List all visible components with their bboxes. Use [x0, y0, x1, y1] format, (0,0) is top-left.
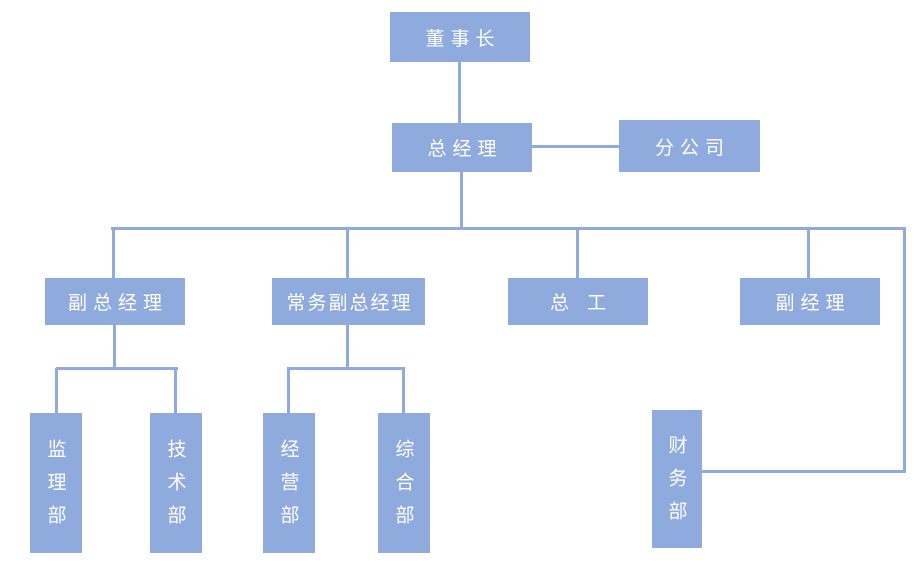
node-general-affairs-dept: 综合部 [378, 413, 430, 553]
connector-drop-exec-deputy-gm [346, 228, 349, 278]
node-operations-dept: 经营部 [263, 413, 315, 553]
connector-drop-deputy-manager [807, 228, 810, 278]
connector-deputy-gm-down [113, 325, 116, 369]
node-general-manager: 总经理 [392, 123, 532, 172]
node-chief-engineer: 总 工 [508, 278, 648, 325]
node-deputy-general-manager: 副总经理 [45, 278, 185, 325]
connector-gm-to-bus [460, 172, 463, 230]
connector-gm-to-branch [532, 145, 619, 148]
node-chairman: 董事长 [390, 12, 530, 62]
node-deputy-manager: 副经理 [740, 278, 880, 325]
node-branch-company: 分公司 [619, 120, 760, 172]
node-finance-dept: 财务部 [652, 410, 702, 548]
connector-drop-general-affairs [402, 368, 405, 413]
node-supervision-dept: 监理部 [30, 413, 82, 553]
connector-right-vertical [903, 227, 906, 473]
node-executive-deputy-general-manager: 常务副总经理 [272, 278, 425, 325]
connector-mid-group-bar [287, 367, 405, 370]
connector-drop-chief-engineer [576, 228, 579, 278]
connector-exec-deputy-gm-down [346, 325, 349, 369]
connector-left-group-bar [56, 367, 178, 370]
connector-drop-supervision-dept [55, 368, 58, 413]
connector-chairman-to-gm [458, 62, 461, 123]
connector-distribution-bus [111, 227, 906, 230]
connector-drop-deputy-gm [112, 228, 115, 278]
connector-drop-technology-dept [174, 368, 177, 413]
connector-to-finance-dept [702, 470, 906, 473]
connector-drop-operations-dept [287, 368, 290, 413]
node-technology-dept: 技术部 [150, 413, 202, 553]
